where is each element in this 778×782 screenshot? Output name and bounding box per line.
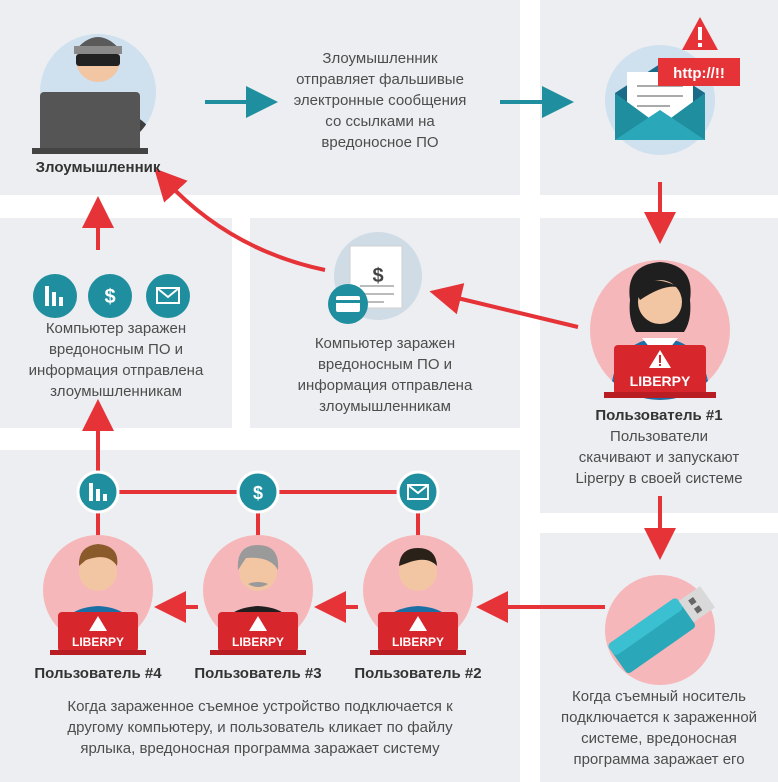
bottom-description-line: Когда зараженное съемное устройство подк… [67, 698, 453, 715]
panel-left-middle [0, 218, 232, 428]
dollar-icon [88, 274, 132, 318]
user4-avatar [43, 535, 153, 655]
warning-icon [682, 17, 718, 50]
middle-panel-line: информация отправлена [297, 377, 473, 394]
url-badge [658, 58, 740, 86]
email-step-line: со ссылками на [325, 113, 435, 130]
email-step-text: Злоумышленник отправляет фальшивые элект… [270, 48, 490, 153]
usb-step-line: Когда съемный носитель [572, 688, 746, 705]
user2-laptop-brand: LIBERPY [392, 635, 444, 649]
mail-icon [146, 274, 190, 318]
user1-desc-line: Liperpy в своей системе [575, 470, 743, 487]
email-step-line: Злоумышленник [322, 50, 438, 67]
network-dollar-icon [236, 470, 280, 514]
network-dollar-text: $ [253, 483, 263, 503]
attacker-label: Злоумышленник [35, 159, 161, 176]
left-panel-text: Компьютер заражен вредоносным ПО и инфор… [4, 318, 228, 402]
bottom-description-line: ярлыка, вредоносная программа заражает с… [80, 740, 440, 757]
usb-drive-icon [605, 575, 715, 685]
credit-card-icon [328, 284, 368, 324]
email-step-line: электронные сообщения [293, 92, 467, 109]
user1-avatar [590, 260, 730, 400]
left-panel-line: Компьютер заражен [45, 320, 187, 337]
usb-step-line: программа заражает его [573, 751, 745, 768]
arrow-document-to-attacker [154, 168, 326, 272]
email-step-line: отправляет фальшивые [296, 71, 464, 88]
arrow-user1-to-document [429, 283, 579, 329]
user4-title: Пользователь #4 [34, 665, 162, 682]
dollar-icon-text: $ [104, 286, 115, 308]
user1-desc-line: Пользователи [610, 428, 708, 445]
url-badge-text: http://!! [673, 65, 725, 82]
user1-title: Пользователь #1 [595, 407, 723, 424]
network-chart-icon [76, 470, 120, 514]
left-panel-line: информация отправлена [28, 362, 204, 379]
middle-panel-line: вредоносным ПО и [317, 356, 453, 373]
network-mail-icon [396, 470, 440, 514]
left-panel-line: вредоносным ПО и [48, 341, 184, 358]
user2-title: Пользователь #2 [354, 665, 482, 682]
user1-desc-line: скачивают и запускают [578, 449, 740, 466]
user1-laptop-brand: LIBERPY [630, 373, 691, 389]
usb-step-line: системе, вредоносная [581, 730, 737, 747]
middle-panel-line: злоумышленникам [319, 398, 451, 415]
chart-icon [33, 274, 77, 318]
middle-panel-text: Компьютер заражен вредоносным ПО и инфор… [262, 333, 508, 417]
middle-panel-line: Компьютер заражен [314, 335, 456, 352]
left-panel-line: злоумышленникам [50, 383, 182, 400]
email-step-line: вредоносное ПО [321, 134, 439, 151]
usb-step-text: Когда съемный носитель подключается к за… [543, 686, 775, 770]
document-dollar-text: $ [372, 265, 383, 287]
user1-text: Пользователь #1 Пользователи скачивают и… [545, 405, 773, 489]
bottom-description: Когда зараженное съемное устройство подк… [6, 696, 514, 759]
user3-avatar [203, 535, 313, 655]
user3-laptop-brand: LIBERPY [232, 635, 284, 649]
attacker-avatar [32, 34, 156, 154]
usb-step-line: подключается к зараженной [560, 709, 758, 726]
user3-title: Пользователь #3 [194, 665, 322, 682]
user2-avatar [363, 535, 473, 655]
user4-laptop-brand: LIBERPY [72, 635, 124, 649]
bottom-description-line: другому компьютеру, и пользователь клика… [67, 719, 453, 736]
